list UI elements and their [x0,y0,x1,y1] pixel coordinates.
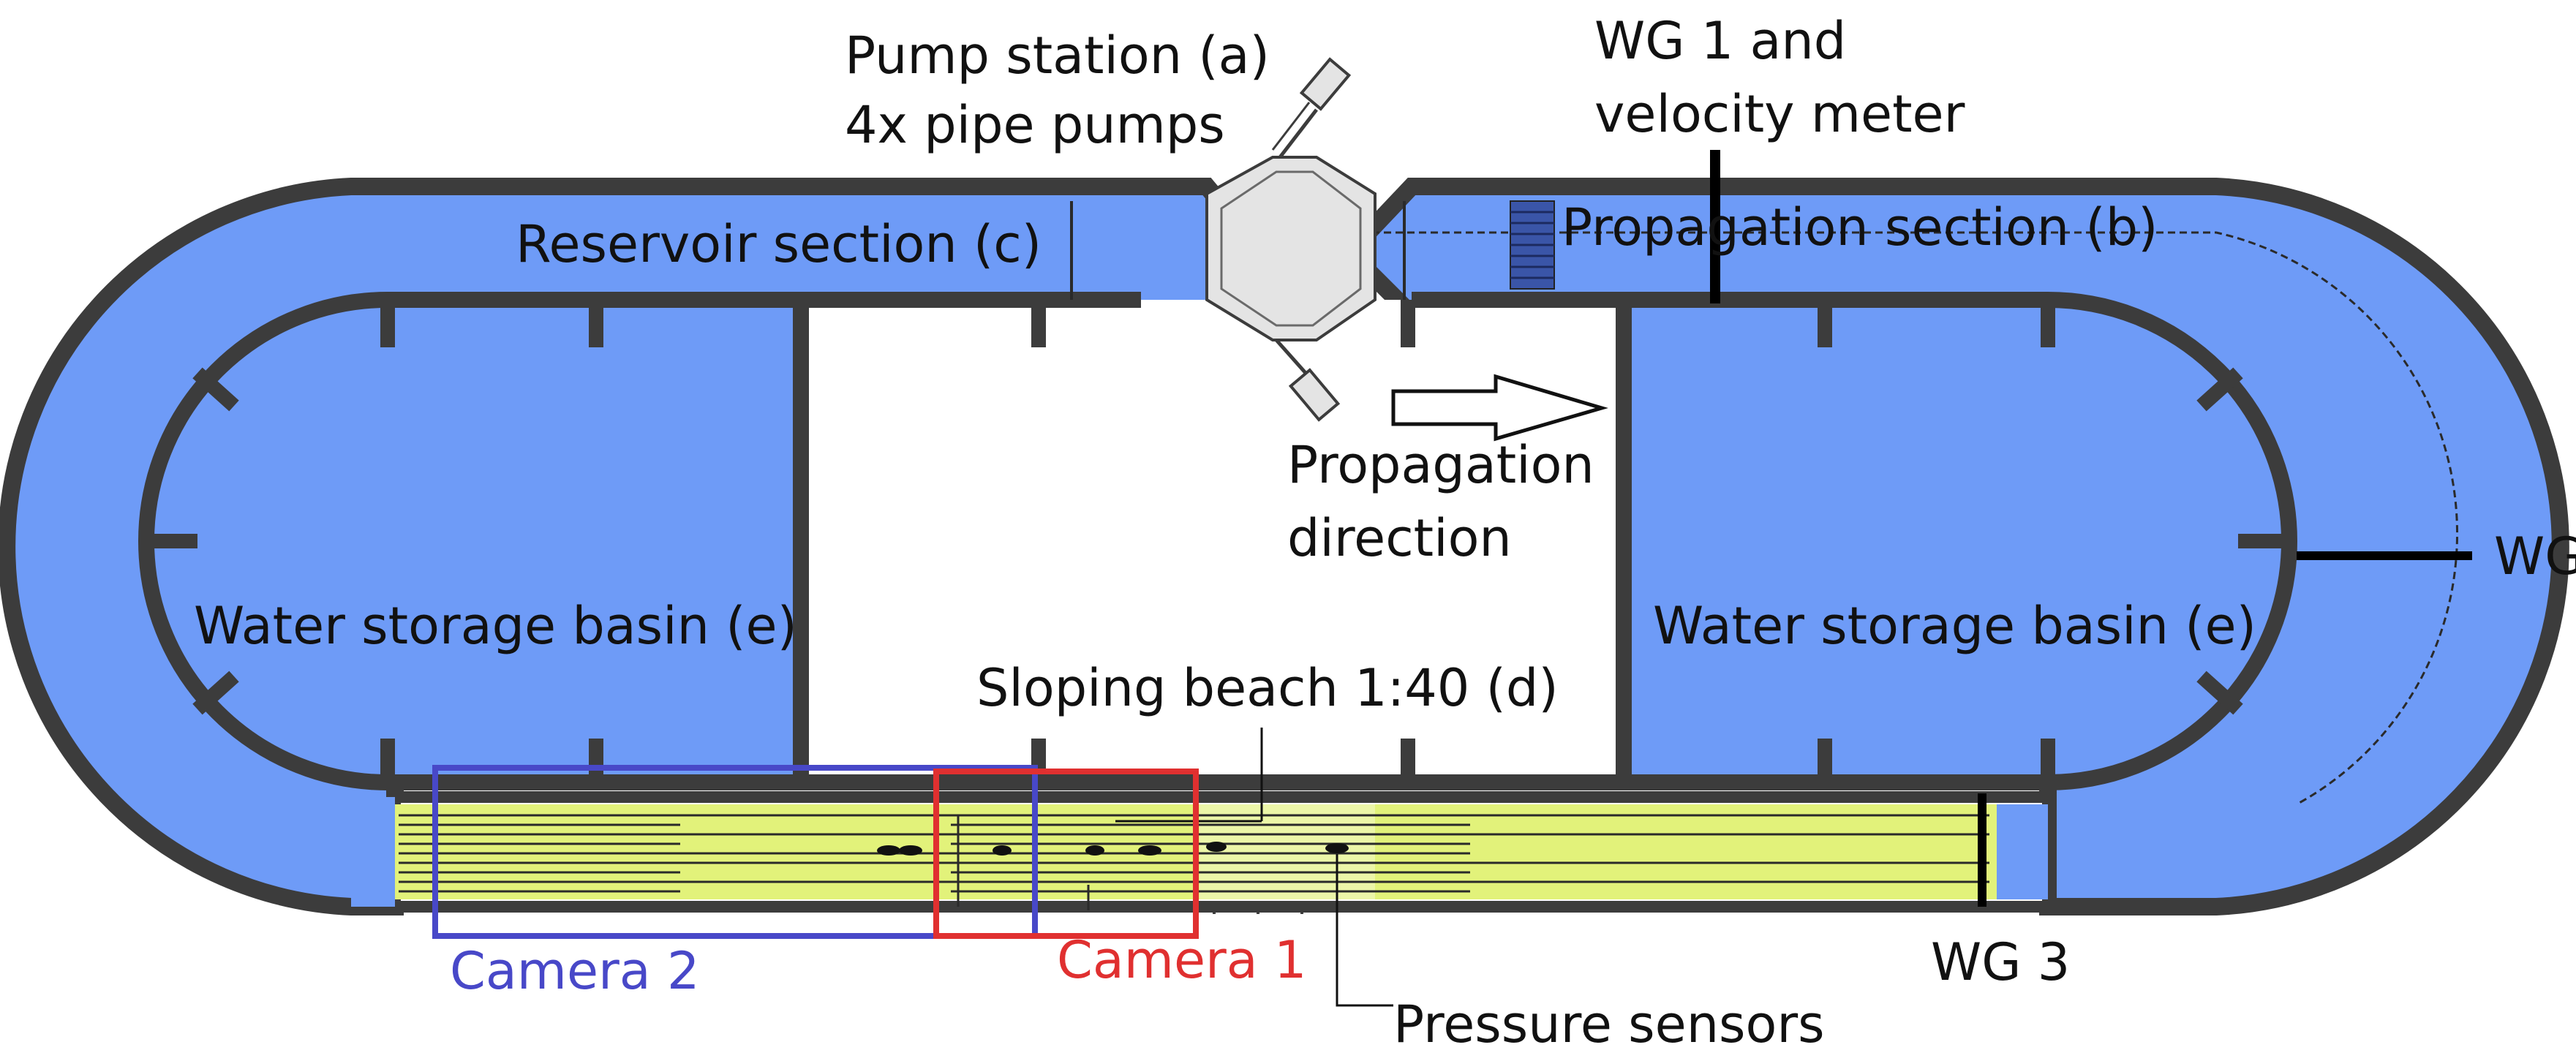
wall-buttresses [146,300,2289,782]
beach-label: Sloping beach 1:40 (d) [976,658,1559,718]
pressure-leader [1336,854,1393,1007]
propagation-section-label: Propagation section (b) [1562,197,2158,257]
guide-line [1360,231,2458,806]
pump-station [1205,57,1376,422]
right-basin-label: Water storage basin (e) [1653,596,2256,656]
wg2-label: WG 2 [2494,526,2576,586]
propagation-direction-label-2: direction [1287,508,1512,568]
pump-station-label: Pump station (a) [845,26,1270,86]
wg3-label: WG 3 [1931,932,2070,992]
camera-2-label: Camera 2 [450,941,700,1001]
camera-2-frame [432,765,1038,939]
inner-island [138,292,2297,790]
propagation-direction-label-1: Propagation [1287,435,1594,495]
propagation-arrow-icon [1391,374,1608,442]
pump-types-label: 4x pipe pumps [845,95,1225,155]
reservoir-section-label: Reservoir section (c) [516,214,1042,274]
right-basin [1616,292,2297,790]
wave-generator-mesh [1510,200,1555,290]
central-open-area [801,300,1624,782]
left-basin-label: Water storage basin (e) [194,596,797,656]
left-basin [138,292,809,790]
velocity-meter-label: velocity meter [1594,84,1965,144]
pressure-sensors-label: Pressure sensors [1393,994,1825,1054]
camera-1-frame [933,769,1199,939]
camera-1-label: Camera 1 [1057,930,1307,990]
pressure-sensor-dots [877,842,1349,856]
wg1-label: WG 1 and [1594,11,1846,71]
